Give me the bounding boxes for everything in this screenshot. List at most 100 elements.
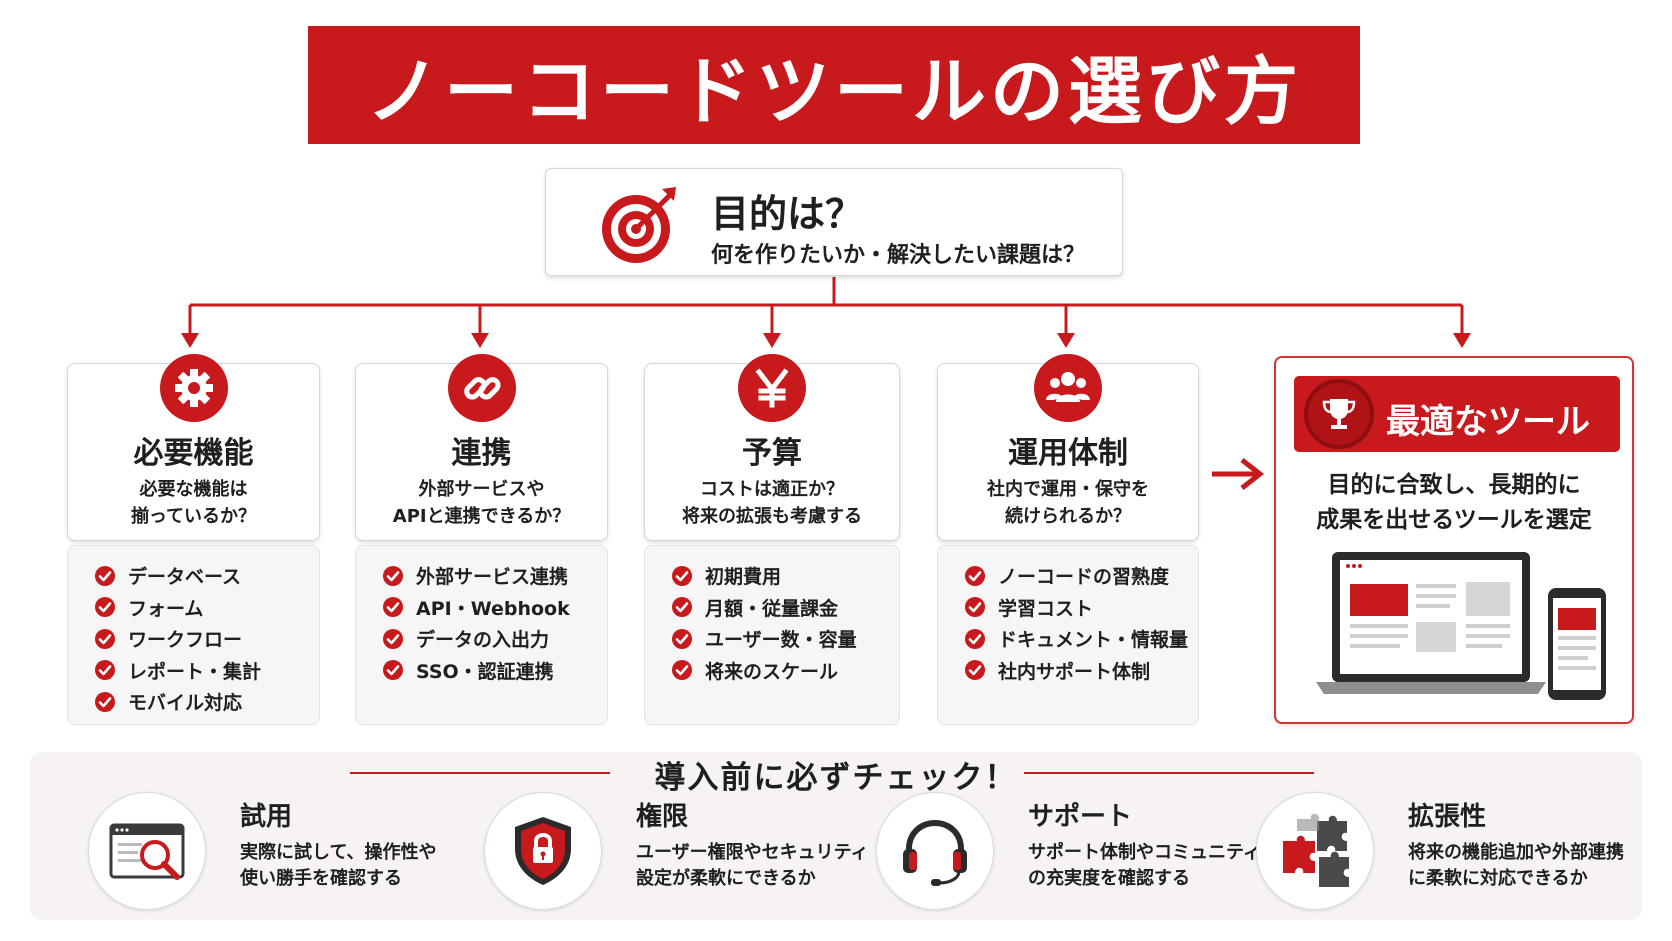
check-item-name: 拡張性 [1408,802,1487,832]
check-icon [672,628,692,649]
card-operations: 運用体制 社内で運用・保守を 続けられるか？ [937,354,1199,541]
list-item-label: 初期費用 [705,566,782,589]
yen-icon [738,354,806,422]
connector-arrows [181,277,1471,348]
check-icon [672,565,692,586]
card-integration: 連携 外部サービスや APIと連携できるか？ [355,354,608,541]
card-budget: 予算 コストは適正か？ 将来の拡張も考慮する [644,354,900,541]
card-question: 社内で運用・保守を 続けられるか？ [987,479,1149,527]
people-icon [1034,354,1102,422]
card-required-features: 必要機能 必要な機能は 揃っているか？ [67,354,320,541]
check-item-trial: 試用 実際に試して、操作性や 使い勝手を確認する [72,788,462,918]
list-item-label: フォーム [128,597,204,620]
pre-adoption-checklist: 導入前に必ずチェック！ 試用 実際に試して、操作性や 使い勝手を確認する [30,752,1642,920]
list-item: ワークフロー [94,623,261,655]
check-icon [383,628,403,649]
page-title: ノーコードツールの選び方 [366,48,1302,135]
list-item: API・Webhook [382,592,570,624]
divider-left [350,772,610,774]
headset-icon [876,792,994,910]
target-icon [602,187,676,263]
check-icon [95,691,115,712]
list-item-label: データの入出力 [416,629,550,652]
purpose-box: 目的は？ 何を作りたいか・解決したい課題は？ [545,168,1123,276]
list-operations: ノーコードの習熟度学習コストドキュメント・情報量社内サポート体制 [937,545,1199,725]
card-title: 連携 [451,436,512,471]
check-item-desc: 実際に試して、操作性や 使い勝手を確認する [240,842,437,889]
check-icon [95,565,115,586]
check-icon [383,660,403,681]
check-icon [965,565,985,586]
puzzle-icon [1256,792,1374,910]
list-item-label: ノーコードの習熟度 [998,566,1170,589]
list-item: フォーム [94,592,261,624]
check-item-support: サポート サポート体制やコミュニティ の充実度を確認する [860,788,1261,918]
check-item-name: サポート [1028,802,1133,832]
list-item: 社内サポート体制 [964,655,1188,687]
check-icon [965,597,985,618]
check-icon [95,628,115,649]
card-title: 必要機能 [133,436,254,471]
title-banner: ノーコードツールの選び方 [308,26,1360,144]
checklist-title: 導入前に必ずチェック！ [654,760,1018,796]
list-budget: 初期費用月額・従量課金ユーザー数・容量将来のスケール [644,545,900,725]
check-item-name: 試用 [240,802,293,832]
best-tool-card: 最適なツール 目的に合致し、長期的に 成果を出せるツールを選定 [1274,356,1634,724]
check-icon [672,597,692,618]
check-icon [95,597,115,618]
purpose-subtitle: 何を作りたいか・解決したい課題は？ [711,243,1086,268]
check-icon [95,660,115,681]
list-item: 将来のスケール [671,655,857,687]
check-item-extensibility: 拡張性 将来の機能追加や外部連携 に柔軟に対応できるか [1240,788,1630,918]
list-item-label: ユーザー数・容量 [705,629,857,652]
list-item-label: ドキュメント・情報量 [998,629,1189,652]
list-item: ドキュメント・情報量 [964,623,1188,655]
list-item: SSO・認証連携 [382,655,570,687]
list-item-label: ワークフロー [128,629,243,652]
check-item-desc: 将来の機能追加や外部連携 に柔軟に対応できるか [1408,842,1624,889]
link-icon [447,354,516,422]
divider-right [1024,772,1314,774]
list-item-label: 外部サービス連携 [416,566,569,589]
check-item-desc: ユーザー権限やセキュリティ 設定が柔軟にできるか [636,842,869,889]
list-item: 初期費用 [671,560,857,592]
arrow-right-icon [1212,458,1265,490]
magnifier-window-icon [88,792,206,910]
card-title: 運用体制 [1008,436,1128,471]
list-item: 学習コスト [964,592,1188,624]
list-item-label: 将来のスケール [705,660,839,683]
check-item-permissions: 権限 ユーザー権限やセキュリティ 設定が柔軟にできるか [468,788,869,918]
list-item: 月額・従量課金 [671,592,857,624]
list-item: ノーコードの習熟度 [964,560,1188,592]
list-integration: 外部サービス連携 API・Webhook データの入出力 SSO・認証連携 [355,545,608,725]
check-icon [965,660,985,681]
list-item: 外部サービス連携 [382,560,570,592]
check-icon [965,628,985,649]
list-item-label: SSO・認証連携 [416,660,554,683]
list-item-label: API・Webhook [416,597,570,620]
best-tool-title: 最適なツール [1386,402,1590,442]
list-item-label: モバイル対応 [128,692,243,715]
list-item: ユーザー数・容量 [671,623,857,655]
check-icon [383,565,403,586]
shield-lock-icon [484,792,602,910]
devices-illustration [1316,552,1606,700]
list-item: データの入出力 [382,623,570,655]
list-item-label: 月額・従量課金 [705,597,839,620]
list-item-label: データベース [128,566,242,589]
list-item-label: レポート・集計 [128,660,262,683]
check-item-desc: サポート体制やコミュニティ の充実度を確認する [1028,842,1261,889]
card-question: 必要な機能は 揃っているか？ [130,479,257,527]
list-item: レポート・集計 [94,655,261,687]
list-item-label: 社内サポート体制 [998,660,1151,683]
list-item: データベース [94,560,261,592]
gear-icon [159,354,228,422]
card-question: コストは適正か？ 将来の拡張も考慮する [682,479,862,527]
card-title: 予算 [742,436,802,471]
trophy-icon [1304,379,1374,449]
check-item-name: 権限 [636,802,689,832]
list-item: モバイル対応 [94,686,261,718]
purpose-title: 目的は？ [711,192,864,236]
check-icon [672,660,692,681]
list-item-label: 学習コスト [998,597,1094,620]
